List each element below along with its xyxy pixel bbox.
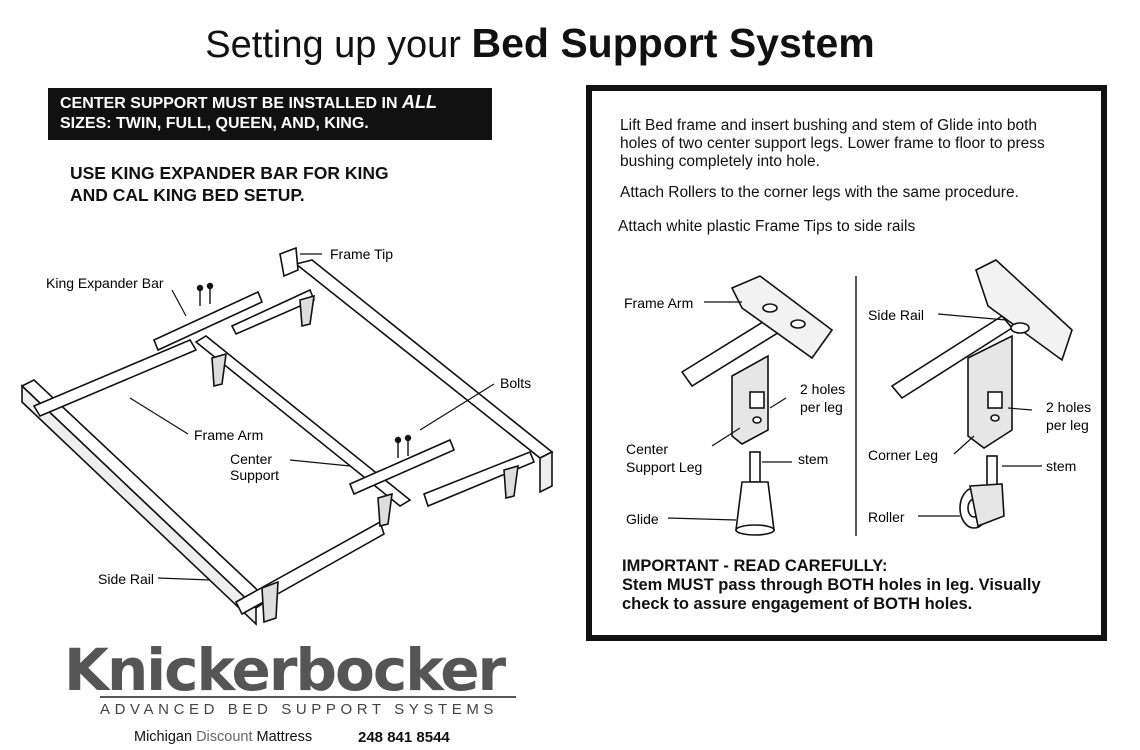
label-center-support-2: Support bbox=[230, 467, 279, 483]
store-name: Michigan Discount Mattress bbox=[134, 729, 312, 745]
king-note-line2: AND CAL KING BED SETUP. bbox=[70, 185, 305, 205]
right-side-rail bbox=[294, 259, 554, 459]
label-side-rail: Side Rail bbox=[98, 571, 154, 587]
detail-label-corner-leg: Corner Leg bbox=[868, 447, 938, 463]
detail-label-holes-l2: per leg bbox=[800, 399, 843, 415]
knickerbocker-logo: Knickerbocker bbox=[64, 636, 506, 704]
center-support-bar bbox=[194, 335, 412, 507]
glide-shape bbox=[735, 481, 775, 531]
detail-label-side-rail: Side Rail bbox=[868, 307, 924, 323]
label-bolts: Bolts bbox=[500, 375, 531, 391]
step1-line3: bushing completely into hole. bbox=[620, 153, 820, 170]
important-note: IMPORTANT - READ CAREFULLY: Stem MUST pa… bbox=[622, 557, 1092, 614]
label-frame-arm: Frame Arm bbox=[194, 427, 263, 443]
store-name-a: Michigan bbox=[134, 729, 193, 745]
detail-label-stem-left: stem bbox=[798, 451, 828, 467]
instruction-step1: Lift Bed frame and insert bushing and st… bbox=[620, 117, 1045, 171]
step1-line1: Lift Bed frame and insert bushing and st… bbox=[620, 117, 1038, 134]
right-front-arm bbox=[423, 450, 536, 508]
front-frame-arm bbox=[234, 520, 385, 616]
back-frame-arm bbox=[32, 338, 198, 418]
label-king-expander-bar: King Expander Bar bbox=[46, 275, 164, 291]
center-expander-bar-shape bbox=[348, 438, 456, 496]
frame-tip-shape bbox=[279, 246, 299, 278]
detail-label-frame-arm: Frame Arm bbox=[624, 295, 693, 311]
important-heading: IMPORTANT - READ CAREFULLY: bbox=[622, 557, 888, 575]
instruction-step2: Attach Rollers to the corner legs with t… bbox=[620, 184, 1019, 201]
banner-line1-emphasis: ALL bbox=[401, 92, 437, 112]
instruction-box bbox=[586, 85, 1107, 641]
detail-label-stem-right: stem bbox=[1046, 458, 1076, 474]
step1-line2: holes of two center support legs. Lower … bbox=[620, 135, 1045, 152]
store-name-c: Mattress bbox=[256, 729, 313, 745]
logo-tagline: ADVANCED BED SUPPORT SYSTEMS bbox=[100, 701, 499, 718]
king-expander-bar-shape bbox=[152, 290, 264, 352]
label-center-support: Center bbox=[230, 451, 272, 467]
detail-label-holes-l1: 2 holes bbox=[800, 381, 845, 397]
store-name-b: Discount bbox=[196, 729, 253, 745]
title-prefix: Setting up your bbox=[205, 24, 461, 66]
title-emphasis: Bed Support System bbox=[471, 20, 875, 66]
king-expander-note: USE KING EXPANDER BAR FOR KING AND CAL K… bbox=[70, 162, 490, 206]
roller-stem-shape bbox=[986, 455, 998, 487]
king-note-line1: USE KING EXPANDER BAR FOR KING bbox=[70, 163, 389, 183]
store-phone: 248 841 8544 bbox=[358, 729, 450, 746]
detail-label-roller: Roller bbox=[868, 509, 905, 525]
logo-underline bbox=[100, 696, 516, 698]
leg-detail-illustrations: Frame Arm 2 holes per leg Center Support… bbox=[624, 259, 1091, 536]
center-support-banner: CENTER SUPPORT MUST BE INSTALLED IN ALL … bbox=[48, 88, 492, 140]
important-line1: Stem MUST pass through BOTH holes in leg… bbox=[622, 576, 1041, 594]
detail-label-center-leg-l1: Center bbox=[626, 441, 668, 457]
detail-label-glide: Glide bbox=[626, 511, 659, 527]
bed-frame-illustration: Frame Tip King Expander Bar Bolts Frame … bbox=[20, 246, 554, 626]
detail-label-holes-right-l2: per leg bbox=[1046, 417, 1089, 433]
glide-stem-shape bbox=[749, 451, 761, 483]
banner-line2: SIZES: TWIN, FULL, QUEEN, AND, KING. bbox=[60, 115, 369, 132]
important-line2: check to assure engagement of BOTH holes… bbox=[622, 595, 973, 613]
instruction-step3: Attach white plastic Frame Tips to side … bbox=[618, 218, 916, 235]
banner-line1: CENTER SUPPORT MUST BE INSTALLED IN bbox=[60, 95, 398, 112]
label-frame-tip: Frame Tip bbox=[330, 246, 393, 262]
detail-label-holes-right-l1: 2 holes bbox=[1046, 399, 1091, 415]
detail-label-center-leg-l2: Support Leg bbox=[626, 459, 702, 475]
page-title: Setting up your Bed Support System bbox=[0, 20, 1080, 67]
